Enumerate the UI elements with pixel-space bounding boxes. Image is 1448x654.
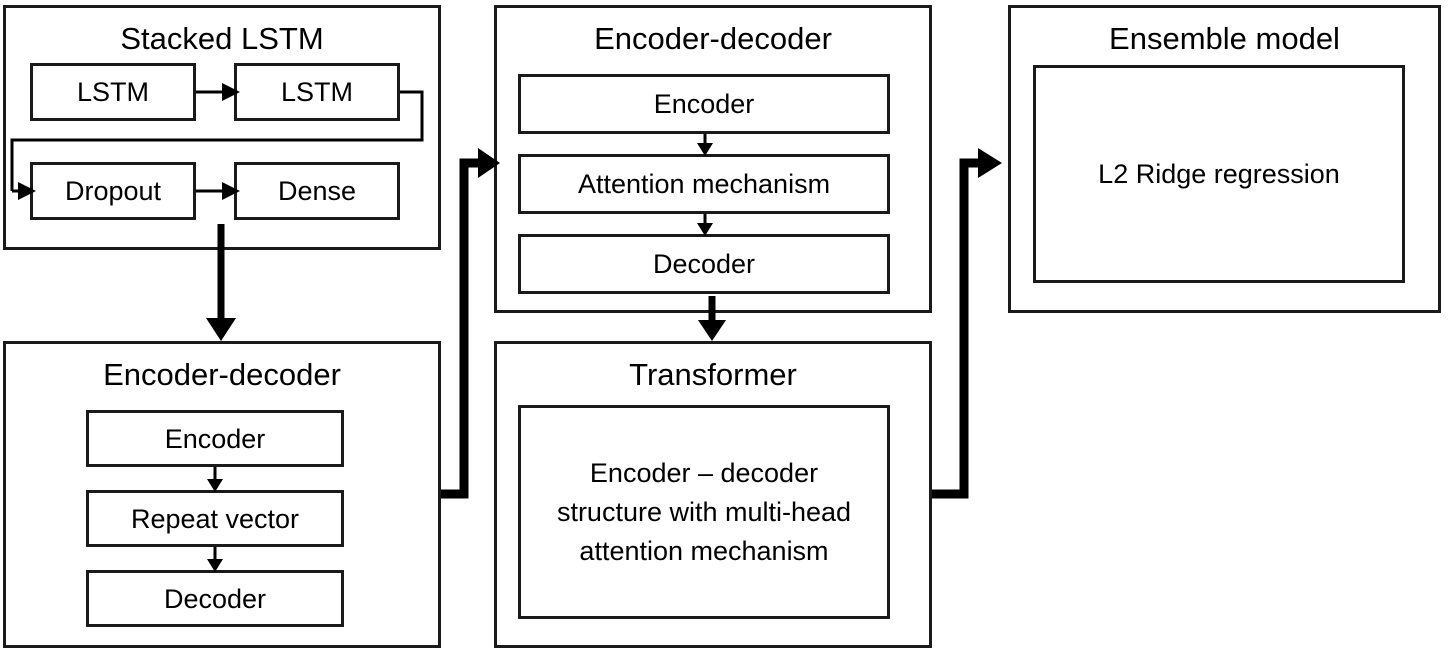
node-dense: Dense bbox=[234, 162, 400, 220]
node-transformer-body: Encoder – decoder structure with multi-h… bbox=[518, 405, 890, 619]
node-l2-ridge-regression: L2 Ridge regression bbox=[1033, 65, 1405, 283]
panel-encoder-decoder-middle-title: Encoder-decoder bbox=[594, 21, 832, 56]
panel-stacked-lstm-title: Stacked LSTM bbox=[120, 21, 324, 56]
node-left-encoder: Encoder bbox=[86, 410, 344, 467]
node-mid-attention: Attention mechanism bbox=[518, 154, 890, 214]
node-mid-decoder: Decoder bbox=[518, 234, 890, 294]
panel-encoder-decoder-left-title: Encoder-decoder bbox=[103, 357, 341, 392]
node-mid-encoder: Encoder bbox=[518, 74, 890, 134]
node-left-repeat-vector: Repeat vector bbox=[86, 490, 344, 547]
panel-transformer-title: Transformer bbox=[629, 357, 797, 392]
node-dropout: Dropout bbox=[30, 162, 196, 220]
node-lstm-1: LSTM bbox=[30, 63, 196, 121]
node-left-decoder: Decoder bbox=[86, 570, 344, 627]
panel-ensemble-model-title: Ensemble model bbox=[1109, 21, 1340, 56]
connector-middle-column-to-ensemble bbox=[932, 148, 1002, 499]
connector-left-column-to-middle-column bbox=[441, 148, 500, 499]
node-lstm-2: LSTM bbox=[234, 63, 400, 121]
